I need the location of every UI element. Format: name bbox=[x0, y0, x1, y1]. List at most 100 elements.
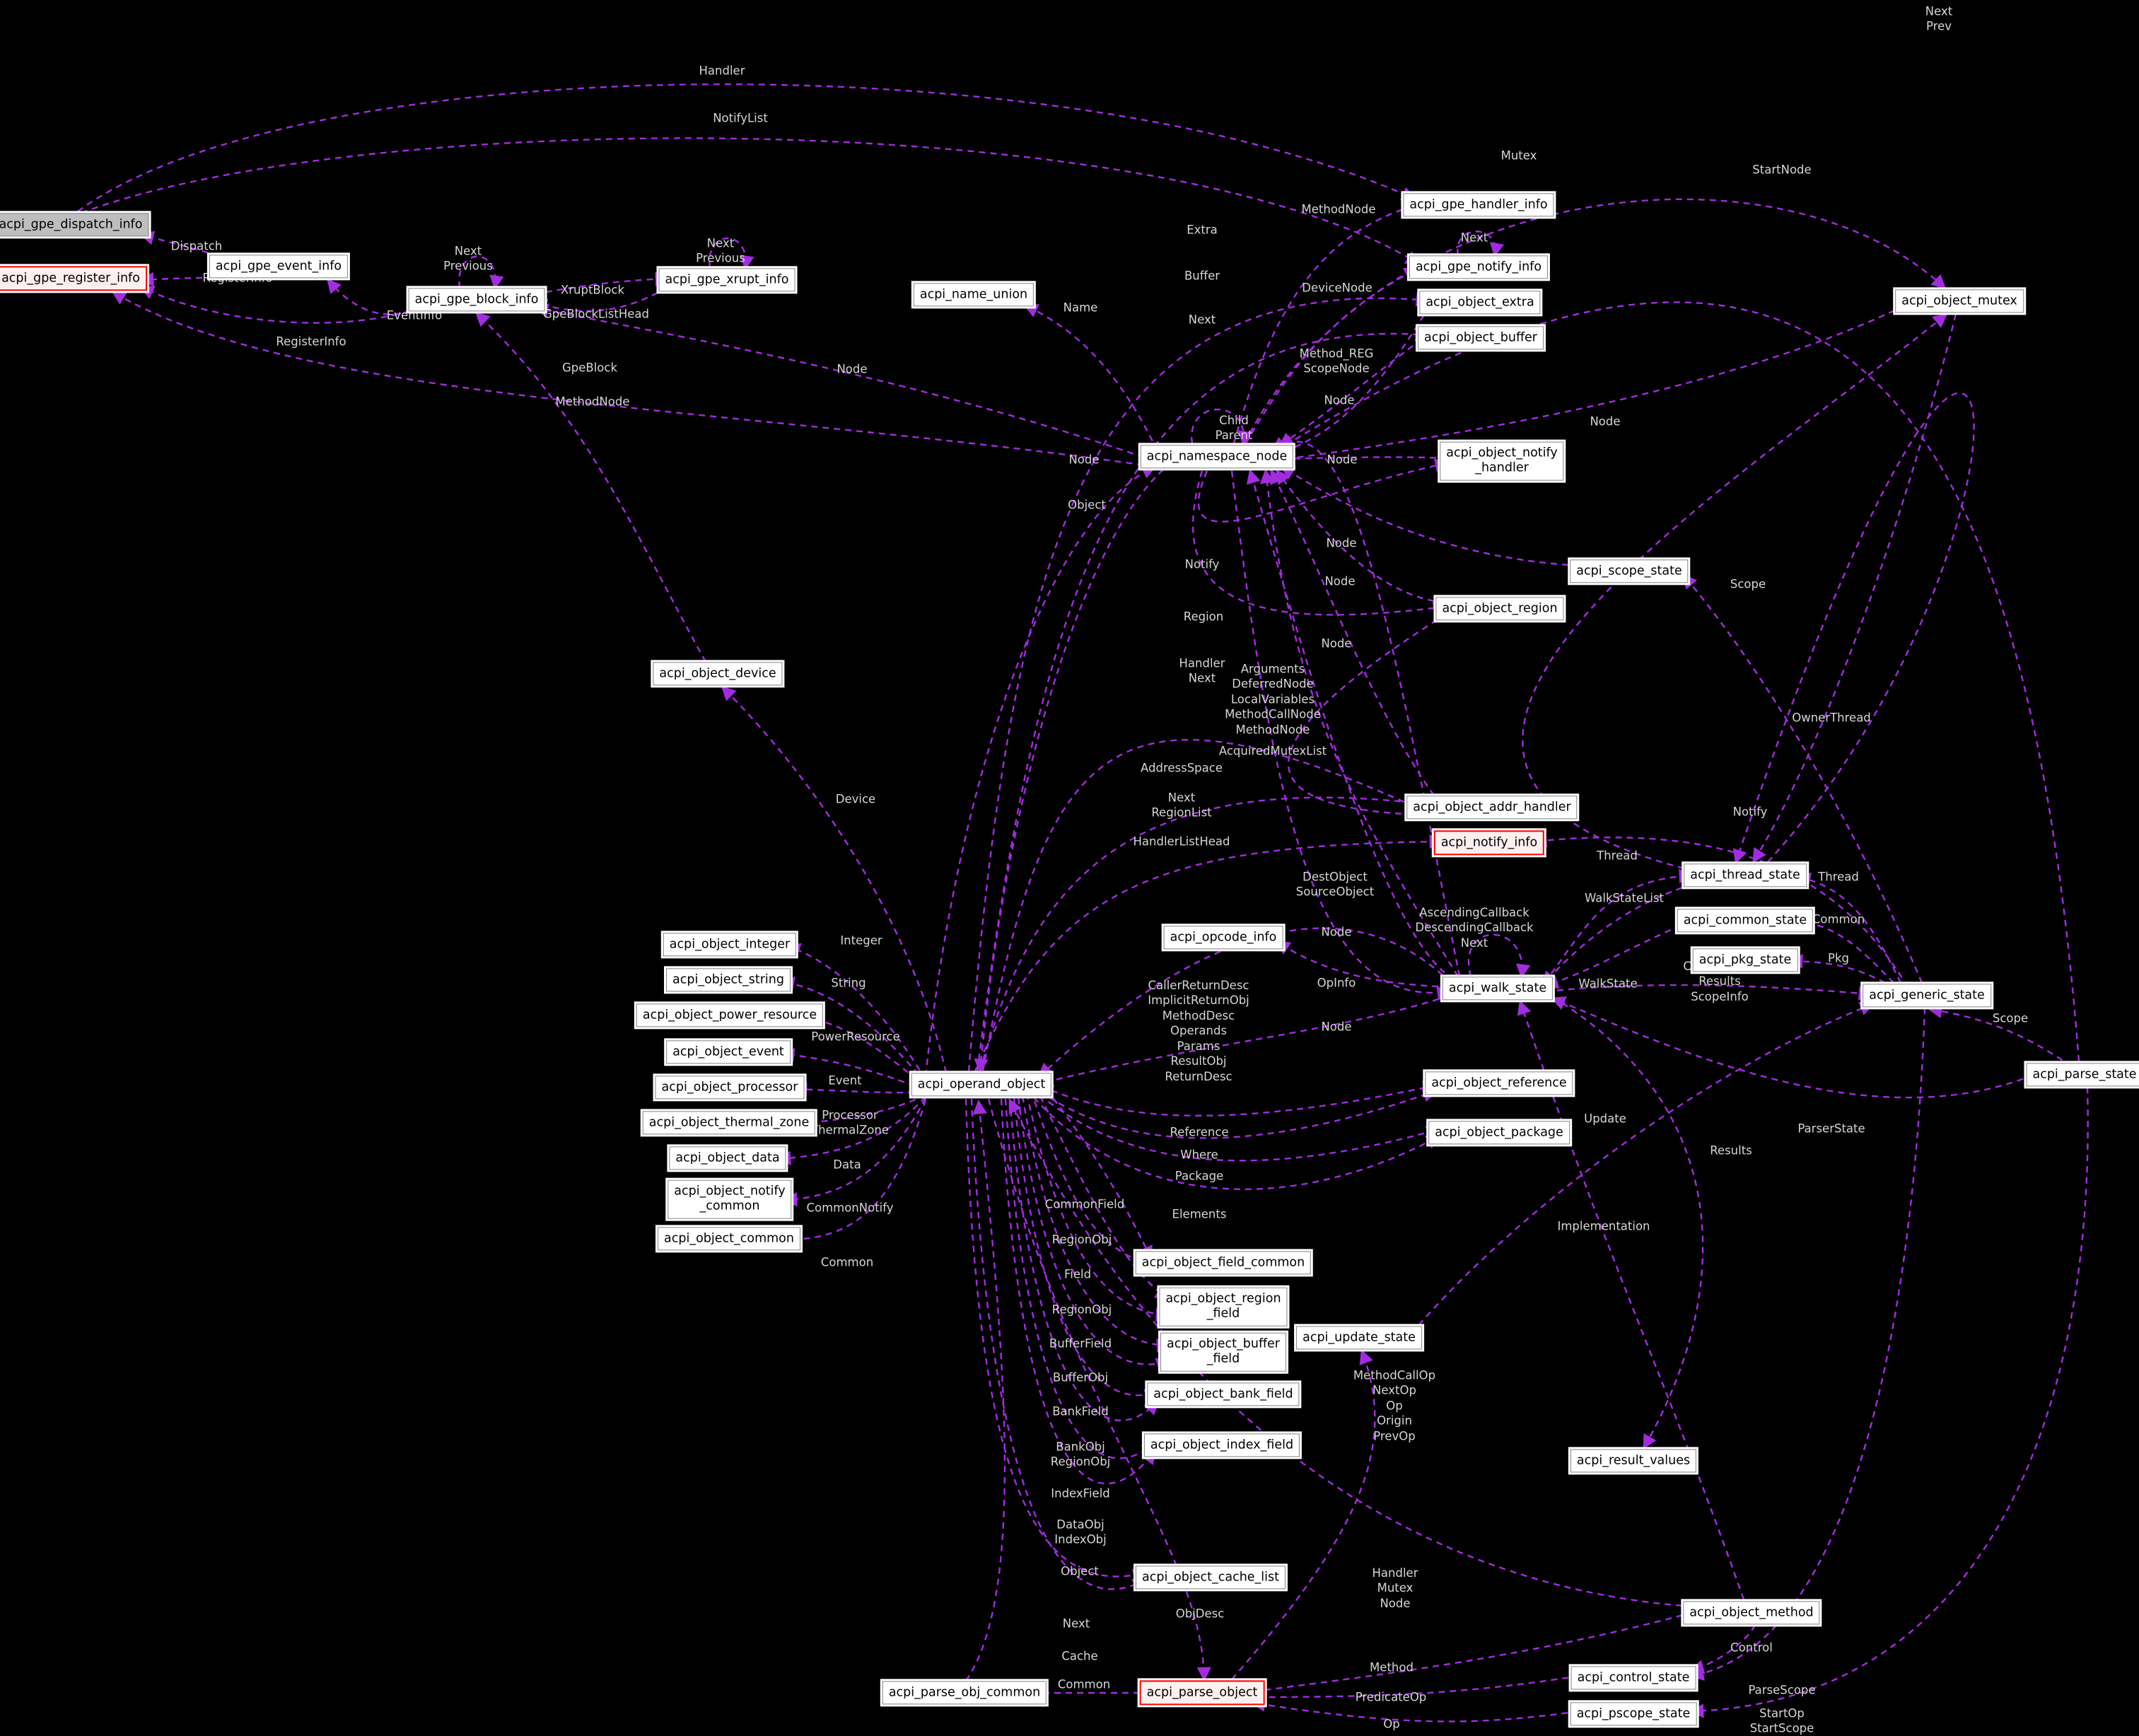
node-gpe_event_info[interactable]: acpi_gpe_event_info bbox=[209, 255, 349, 279]
node-control_state[interactable]: acpi_control_state bbox=[1570, 1666, 1696, 1690]
node-pkg_state[interactable]: acpi_pkg_state bbox=[1692, 948, 1798, 972]
edge-label: RegionObj bbox=[1051, 1233, 1112, 1247]
node-object_buffer_field[interactable]: acpi_object_buffer _field bbox=[1160, 1332, 1286, 1372]
edge-label: Node bbox=[1321, 925, 1352, 939]
edge-label: RegionObj bbox=[1051, 1303, 1112, 1317]
edge-label: Cache bbox=[1061, 1649, 1098, 1663]
node-walk_state[interactable]: acpi_walk_state bbox=[1442, 977, 1554, 1001]
edge-label: Control bbox=[1730, 1641, 1773, 1655]
edge-label: PredicateOp bbox=[1355, 1690, 1427, 1704]
edge-label: CallerReturnDesc ImplicitReturnObj Metho… bbox=[1148, 978, 1249, 1083]
edge-label: DestObject SourceObject bbox=[1295, 870, 1375, 899]
edge-label: Device bbox=[835, 792, 876, 806]
node-object_notify_common[interactable]: acpi_object_notify _common bbox=[668, 1179, 792, 1219]
node-operand_object[interactable]: acpi_operand_object bbox=[911, 1073, 1052, 1097]
edge-label: GpeBlock bbox=[561, 361, 618, 375]
edge-label: Next Previous bbox=[443, 244, 493, 273]
node-object_extra[interactable]: acpi_object_extra bbox=[1419, 291, 1541, 315]
edge-label: GpeBlockListHead bbox=[542, 307, 650, 321]
node-thread_state[interactable]: acpi_thread_state bbox=[1684, 863, 1807, 887]
node-generic_state[interactable]: acpi_generic_state bbox=[1863, 984, 1991, 1008]
edge-label: Where bbox=[1180, 1148, 1218, 1162]
edge bbox=[1039, 1088, 1438, 1139]
node-namespace_node[interactable]: acpi_namespace_node bbox=[1140, 445, 1294, 469]
node-common_state[interactable]: acpi_common_state bbox=[1677, 909, 1814, 933]
edge-label: ObjDesc bbox=[1175, 1607, 1225, 1621]
node-parse_obj_common[interactable]: acpi_parse_obj_common bbox=[882, 1681, 1047, 1705]
edge-label: Processor ThermalZone bbox=[811, 1108, 889, 1137]
edge-label: Extra bbox=[1187, 223, 1218, 237]
edge-label: HandlerListHead bbox=[1133, 834, 1230, 849]
edge-label: Node bbox=[1327, 453, 1358, 467]
node-scope_state[interactable]: acpi_scope_state bbox=[1570, 559, 1689, 583]
edge-label: Data bbox=[833, 1158, 861, 1172]
edge bbox=[1732, 392, 1975, 864]
edge-label: PowerResource bbox=[811, 1030, 900, 1044]
node-gpe_dispatch_info[interactable]: acpi_gpe_dispatch_info bbox=[0, 213, 149, 237]
edge-label: Common bbox=[1812, 912, 1865, 926]
node-object_event[interactable]: acpi_object_event bbox=[666, 1040, 791, 1064]
node-object_common[interactable]: acpi_object_common bbox=[658, 1227, 800, 1251]
edge-label: Handler Next bbox=[1179, 656, 1225, 685]
edge-label: Next bbox=[1460, 231, 1488, 245]
edge-label: WalkState bbox=[1578, 977, 1638, 991]
node-object_processor[interactable]: acpi_object_processor bbox=[655, 1076, 805, 1100]
edge-label: Next bbox=[1188, 313, 1216, 327]
edge-label: Node bbox=[1321, 636, 1352, 651]
edge-label: Object bbox=[1061, 1564, 1099, 1578]
node-object_data[interactable]: acpi_object_data bbox=[669, 1146, 786, 1170]
edge-label: String bbox=[831, 976, 866, 990]
node-object_package[interactable]: acpi_object_package bbox=[1428, 1121, 1570, 1145]
node-gpe_notify_info[interactable]: acpi_gpe_notify_info bbox=[1409, 255, 1549, 279]
node-object_addr_handler[interactable]: acpi_object_addr_handler bbox=[1406, 796, 1578, 820]
node-object_notify_handler[interactable]: acpi_object_notify _handler bbox=[1440, 441, 1564, 481]
edge bbox=[804, 1012, 926, 1088]
node-parse_object[interactable]: acpi_parse_object bbox=[1139, 1680, 1265, 1706]
node-gpe_register_info[interactable]: acpi_gpe_register_info bbox=[0, 266, 147, 291]
node-object_region[interactable]: acpi_object_region bbox=[1435, 597, 1564, 621]
node-update_state[interactable]: acpi_update_state bbox=[1296, 1326, 1422, 1350]
node-object_device[interactable]: acpi_object_device bbox=[653, 662, 783, 686]
edge bbox=[1279, 304, 1906, 465]
edge-label: StartOp StartScope bbox=[1749, 1706, 1814, 1735]
edge-label: MethodNode bbox=[555, 395, 630, 409]
node-gpe_handler_info[interactable]: acpi_gpe_handler_info bbox=[1403, 193, 1554, 217]
edge-label: RegisterInfo bbox=[276, 334, 346, 349]
node-name_union[interactable]: acpi_name_union bbox=[913, 283, 1034, 307]
node-notify_info[interactable]: acpi_notify_info bbox=[1433, 830, 1545, 856]
node-object_thermal_zone[interactable]: acpi_object_thermal_zone bbox=[642, 1111, 816, 1135]
node-object_region_field[interactable]: acpi_object_region _field bbox=[1159, 1287, 1288, 1327]
edge bbox=[533, 303, 1155, 462]
edge-label: AddressSpace bbox=[1141, 761, 1223, 775]
node-object_index_field[interactable]: acpi_object_index_field bbox=[1143, 1433, 1300, 1457]
node-object_power_resource[interactable]: acpi_object_power_resource bbox=[636, 1003, 824, 1027]
edge bbox=[1039, 1094, 1441, 1162]
edge bbox=[965, 1099, 1006, 1682]
edge-label: ParserState bbox=[1797, 1122, 1865, 1136]
node-object_field_common[interactable]: acpi_object_field_common bbox=[1135, 1251, 1312, 1275]
node-object_bank_field[interactable]: acpi_object_bank_field bbox=[1147, 1382, 1300, 1406]
edge bbox=[1280, 465, 1580, 567]
node-object_method[interactable]: acpi_object_method bbox=[1683, 1601, 1820, 1625]
edge bbox=[1197, 458, 1450, 523]
edge-label: OwnerThread bbox=[1792, 711, 1871, 725]
node-object_cache_list[interactable]: acpi_object_cache_list bbox=[1135, 1566, 1286, 1590]
edge-label: Thread bbox=[1818, 870, 1859, 884]
node-opcode_info[interactable]: acpi_opcode_info bbox=[1163, 926, 1283, 950]
edge bbox=[1279, 451, 1448, 466]
node-pscope_state[interactable]: acpi_pscope_state bbox=[1570, 1702, 1697, 1726]
node-gpe_block_info[interactable]: acpi_gpe_block_info bbox=[408, 288, 545, 312]
edge-label: Field bbox=[1063, 1267, 1092, 1281]
edge-label: Node bbox=[1324, 574, 1356, 588]
node-object_buffer[interactable]: acpi_object_buffer bbox=[1418, 326, 1544, 350]
edge-label: CommonField bbox=[1044, 1197, 1125, 1211]
node-result_values[interactable]: acpi_result_values bbox=[1570, 1449, 1697, 1473]
node-parse_state[interactable]: acpi_parse_state bbox=[2026, 1063, 2139, 1087]
node-object_integer[interactable]: acpi_object_integer bbox=[663, 933, 797, 957]
node-object_reference[interactable]: acpi_object_reference bbox=[1425, 1071, 1573, 1095]
node-gpe_xrupt_info[interactable]: acpi_gpe_xrupt_info bbox=[658, 268, 795, 292]
node-object_mutex[interactable]: acpi_object_mutex bbox=[1895, 289, 2024, 313]
node-object_string[interactable]: acpi_object_string bbox=[666, 968, 791, 992]
edge-label: Dispatch bbox=[170, 239, 223, 253]
